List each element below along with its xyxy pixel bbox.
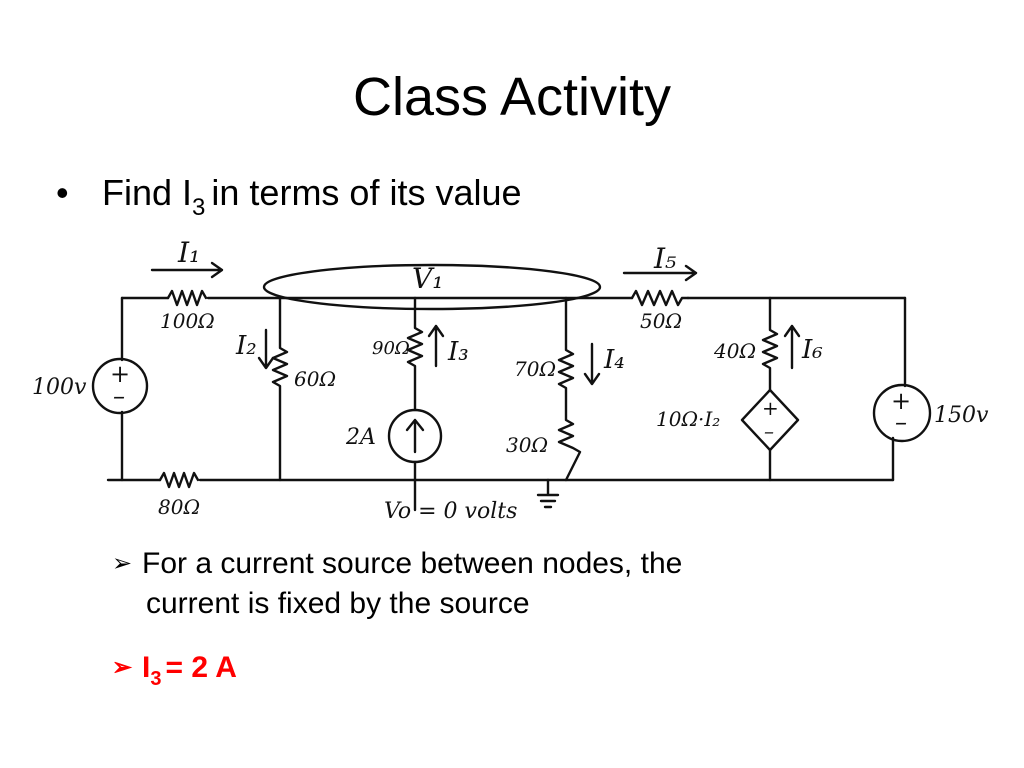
right-wire (891, 296, 907, 482)
resistor-100 (166, 289, 208, 307)
branch-90 (406, 296, 424, 512)
current-source-arrow (405, 418, 425, 454)
ground-symbol (536, 478, 560, 509)
sub-bullet-current-source: ➢ For a current source between nodes, the… (112, 544, 892, 624)
current-source-2a (387, 408, 443, 464)
source-100v (91, 357, 149, 415)
node-v1-ellipse (262, 263, 602, 311)
answer-subscript: 3 (150, 668, 162, 690)
source-150v-plus: + (891, 387, 911, 415)
dependent-source (740, 388, 800, 452)
label-r30: 30Ω (506, 433, 548, 457)
i4-arrow (583, 342, 601, 386)
dep-plus: + (762, 396, 779, 420)
label-2a: 2A (345, 425, 376, 450)
i1-arrow (150, 261, 224, 279)
bullet-text-prefix: Find I (102, 172, 193, 213)
label-r60: 60Ω (294, 367, 336, 391)
i5-arrow (622, 264, 698, 282)
sub-bullet-1-line1: For a current source between nodes, the (142, 547, 683, 580)
label-r40: 40Ω (713, 339, 756, 363)
branch-60 (271, 296, 289, 482)
label-v100: 100v (32, 375, 87, 400)
label-r80: 80Ω (158, 495, 200, 519)
label-r100: 100Ω (160, 309, 215, 333)
i3-arrow (427, 324, 445, 368)
answer-prefix: I (142, 651, 151, 684)
slide-title: Class Activity (352, 67, 672, 127)
label-i6: I₆ (801, 335, 823, 365)
bullet-dot: • (56, 172, 69, 213)
answer-suffix: = 2 A (165, 651, 237, 684)
label-v1: V₁ (412, 262, 443, 295)
source-150v (872, 383, 932, 443)
label-v150: 150v (934, 403, 989, 428)
branch-40 (761, 296, 779, 482)
arrowhead-bullet-icon: ➢ (112, 654, 133, 681)
label-i2: I₂ (235, 331, 257, 361)
sub-bullet-answer: ➢ I3= 2 A (112, 648, 237, 699)
label-r50: 50Ω (640, 309, 682, 333)
arrowhead-bullet-icon: ➢ (112, 550, 133, 577)
sub-bullet-1-line2: current is fixed by the source (146, 587, 530, 620)
bullet-text-suffix: in terms of its value (211, 172, 522, 213)
label-vo: Vo = 0 volts (384, 499, 517, 524)
resistor-80 (158, 471, 200, 489)
label-i4: I₄ (603, 345, 625, 375)
i2-arrow (257, 328, 275, 370)
source-150v-minus: – (895, 408, 907, 436)
i6-arrow (783, 324, 801, 370)
branch-70-30 (557, 296, 582, 482)
label-i5: I₅ (653, 242, 676, 275)
label-i1: I₁ (177, 236, 200, 269)
label-r90: 90Ω (372, 338, 410, 359)
source-100v-plus: + (110, 360, 130, 388)
label-i3: I₃ (447, 337, 469, 367)
bullet-subscript: 3 (192, 194, 206, 221)
resistor-50 (630, 289, 690, 307)
label-r70: 70Ω (514, 357, 556, 381)
dep-minus: – (764, 419, 774, 443)
label-dependent: 10Ω·I₂ (656, 407, 720, 431)
source-100v-minus: – (113, 382, 125, 410)
